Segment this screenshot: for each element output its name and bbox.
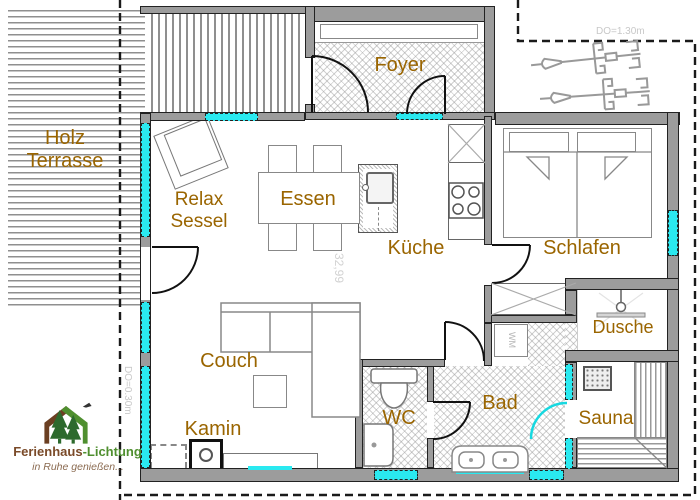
wall-kitchen-bedroom (484, 116, 492, 245)
wall-foyer-top (305, 6, 495, 22)
bedroom-closet (491, 283, 576, 315)
door-sill-foyer (396, 113, 443, 120)
wall-shower-sauna (565, 350, 679, 362)
washing-machine: WM (494, 324, 528, 357)
label-couch: Couch (200, 350, 258, 372)
foyer-hatch-floor (315, 42, 484, 112)
label-bad: Bad (482, 392, 518, 414)
window-left-upper (141, 123, 150, 237)
label-dusche: Dusche (592, 317, 654, 337)
logo-house-right (61, 406, 88, 444)
bedroom-door (491, 244, 531, 284)
window-bath-bottom (529, 470, 564, 480)
label-kamin: Kamin (184, 418, 242, 440)
label-relax-sessel: Relax Sessel (156, 189, 242, 233)
sink-basin (366, 172, 394, 204)
wall-wc-bath-lower (427, 438, 434, 468)
dining-chair (313, 145, 342, 173)
wall-shower-connector (565, 290, 577, 315)
shower-entry-floor (565, 323, 577, 350)
label-relax-line1: Relax (174, 189, 224, 210)
kitchen-tall-cabinet (448, 124, 485, 163)
relax-armchair (153, 114, 229, 190)
logo-tagline: in Ruhe genießen... (32, 461, 124, 473)
terrace-door-opening (141, 247, 150, 300)
window-wc-bottom (374, 470, 418, 480)
dim-roof-overhang-left: DO=0.30m (122, 366, 133, 415)
lowboard-accent (248, 466, 292, 470)
bed-pillow (577, 132, 636, 152)
relax-armchair-seat (163, 118, 223, 177)
logo-bird (82, 402, 92, 408)
wall-wc-left (355, 359, 363, 468)
window-left-middle (141, 302, 150, 353)
dim-area-watermark: 32,99 (332, 253, 346, 284)
logo-wordmark: Ferienhaus-Lichtung (0, 444, 155, 459)
window-living-top (205, 113, 258, 121)
sauna-glass-upper (565, 364, 573, 400)
fireplace-flue-circle (199, 448, 213, 462)
wall-bedroom-shower (565, 278, 679, 290)
bicycle-icon (530, 39, 641, 75)
entrance-porch-area (151, 13, 305, 112)
label-wc: WC (382, 407, 416, 429)
terrace-door (151, 246, 199, 294)
label-holz-line1: Holz (44, 127, 85, 149)
logo-name-part1: Ferienhaus (13, 444, 83, 459)
label-holz-terrasse: Holz Terrasse (10, 127, 120, 173)
label-essen: Essen (280, 188, 336, 210)
sauna-glass-lower (565, 438, 573, 469)
logo-fir-trees (50, 410, 82, 444)
label-sauna: Sauna (578, 408, 634, 429)
kitchen-sink-unit (358, 164, 398, 233)
bicycle-icon (539, 77, 650, 111)
wall-right-outer (667, 112, 679, 482)
logo-name-part2: -Lichtung (82, 444, 142, 459)
label-foyer: Foyer (374, 54, 426, 76)
dim-roof-overhang-top: DO=1.30m (596, 26, 645, 37)
kitchen-stove-unit (448, 162, 485, 240)
label-holz-line2: Terrasse (26, 150, 104, 172)
label-schlafen: Schlafen (543, 237, 621, 259)
wall-foyer-left (305, 6, 315, 58)
ferienhaus-lichtung-logo-icon (44, 402, 92, 444)
bed-pillow (509, 132, 569, 152)
washing-machine-label: WM (507, 332, 517, 348)
sauna-heater (583, 366, 612, 391)
dining-chair (268, 223, 297, 251)
label-kueche: Küche (387, 237, 445, 259)
window-bedroom-right (668, 210, 678, 256)
dining-chair (313, 223, 342, 251)
bath-floor (434, 366, 565, 468)
bath-window-sill (456, 469, 524, 474)
label-relax-line2: Sessel (170, 210, 228, 232)
wall-hall-left (484, 323, 492, 366)
wall-bedroom-hall (491, 315, 577, 323)
sauna-bench-bottom (577, 437, 667, 468)
coffee-table (253, 375, 287, 408)
bath-corridor-floor (528, 323, 565, 366)
wall-wc-bath-upper (427, 366, 434, 402)
wall-bedroom-top (495, 112, 680, 125)
bath-hall-door (444, 321, 485, 362)
wall-foyer-right (484, 6, 495, 116)
wall-porch-top (140, 6, 312, 14)
foyer-sideboard (320, 24, 478, 39)
dining-chair (268, 145, 297, 173)
sink-faucet (362, 184, 369, 191)
